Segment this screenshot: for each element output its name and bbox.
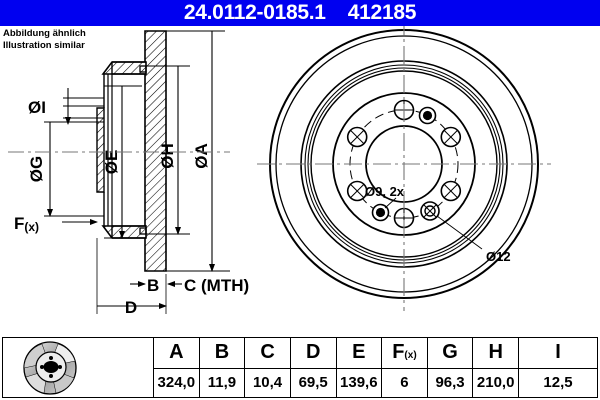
label-dia-g: ØG <box>27 156 46 182</box>
illustration-similar-note: Abbildung ähnlich Illustration similar <box>3 28 86 51</box>
table-header-b: B <box>198 337 246 369</box>
lug-holes <box>346 99 462 229</box>
leader-dia12 <box>436 215 483 250</box>
technical-drawing: ØI ØG ØE ØH <box>8 26 551 317</box>
table-header-c: C <box>244 337 291 369</box>
label-dia12: Ø12 <box>486 249 511 264</box>
table-value-c: 10,4 <box>244 367 291 398</box>
dimension-b: B <box>130 276 182 295</box>
table-header-fx: F(x) <box>381 337 428 369</box>
label-dia9-2x: Ø9, 2x <box>365 184 405 199</box>
brake-disc-photo <box>23 341 77 395</box>
hole-dia12 <box>420 201 440 221</box>
label-dia-h: ØH <box>158 143 177 169</box>
label-d: D <box>125 298 137 317</box>
label-c: C (MTH) <box>184 276 249 295</box>
table-value-g: 96,3 <box>426 367 474 398</box>
label-dia-a: ØA <box>192 143 211 169</box>
table-value-i: 12,5 <box>518 367 598 398</box>
front-view <box>257 26 551 311</box>
table-value-fx: 6 <box>381 367 428 398</box>
dimension-d: D <box>96 238 167 317</box>
table-value-e: 139,6 <box>335 367 383 398</box>
specification-table: A B C D E F(x) G H I 324,0 11,9 10,4 69,… <box>2 337 598 398</box>
part-number-title: 24.0112-0185.1 412185 <box>183 1 417 24</box>
dimension-dia-g: ØG <box>27 121 104 217</box>
label-dia-e: ØE <box>102 150 121 175</box>
note-line-en: Illustration similar <box>3 39 85 51</box>
label-dia-i: ØI <box>28 98 46 117</box>
note-line-de: Abbildung ähnlich <box>3 28 86 39</box>
dimension-dia-e: ØE <box>102 85 142 239</box>
table-header-i: I <box>518 337 598 369</box>
dimension-f-x: F(x) <box>14 214 98 234</box>
small-holes-dia9 <box>371 106 437 222</box>
title-bar: 24.0112-0185.1 412185 <box>0 0 600 26</box>
dimension-c: C (MTH) <box>166 270 249 295</box>
leader-dia9 <box>384 197 397 209</box>
disc-inner-face <box>112 73 146 227</box>
section-view: ØI ØG ØE ØH <box>8 30 249 317</box>
rim-notch-bottom <box>139 227 147 235</box>
table-header-d: D <box>289 337 337 369</box>
table-value-a: 324,0 <box>153 367 200 398</box>
dimension-dia-i: ØI <box>28 88 104 125</box>
dimension-dia-h: ØH <box>146 65 190 235</box>
table-header-row: A B C D E F(x) G H I <box>2 337 598 398</box>
table-value-row: 324,0 11,9 10,4 69,5 139,6 6 96,3 210,0 … <box>3 367 598 398</box>
table-header-h: H <box>472 337 519 369</box>
label-f-x: F(x) <box>14 214 39 234</box>
table-header-e: E <box>335 337 383 369</box>
table-value-h: 210,0 <box>472 367 519 398</box>
label-b: B <box>147 276 159 295</box>
table-header-g: G <box>426 337 474 369</box>
rim-notch-top <box>139 65 147 73</box>
table-value-d: 69,5 <box>289 367 337 398</box>
table-value-b: 11,9 <box>198 367 246 398</box>
table-header-a: A <box>153 337 200 369</box>
brake-disc-thumbnail-cell <box>2 337 154 398</box>
